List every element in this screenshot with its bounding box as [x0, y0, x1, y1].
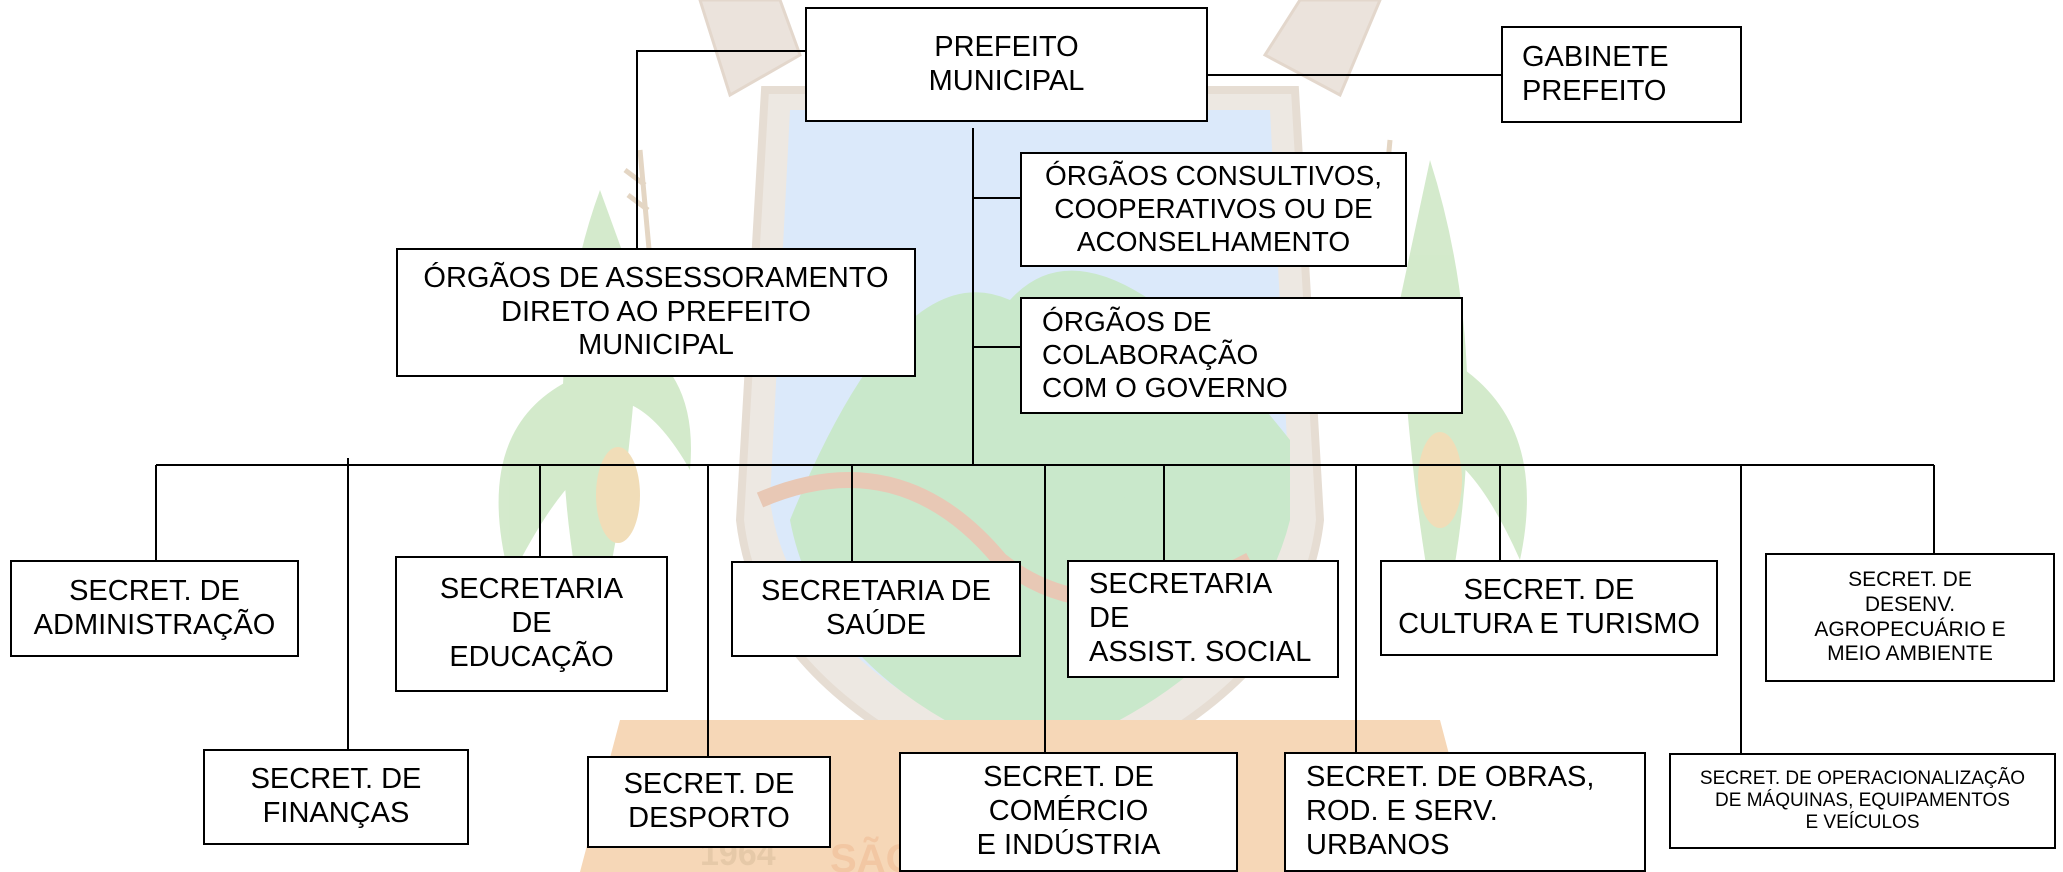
node-secret-administracao: SECRET. DE ADMINISTRAÇÃO: [10, 560, 299, 657]
node-cultura-line-1: SECRET. DE: [1463, 574, 1635, 607]
node-assessoramento-line-1: ÓRGÃOS DE ASSESSORAMENTO: [423, 261, 889, 294]
node-orgaos-assessoramento: ÓRGÃOS DE ASSESSORAMENTO DIRETO AO PREFE…: [396, 248, 916, 377]
node-secret-comercio: SECRET. DE COMÉRCIO E INDÚSTRIA: [899, 752, 1238, 872]
node-secret-cultura: SECRET. DE CULTURA E TURISMO: [1380, 560, 1718, 656]
node-colaboracao-line-1: ÓRGÃOS DE: [1042, 306, 1212, 338]
node-financas-line-2: FINANÇAS: [262, 797, 410, 829]
node-agropecuario-line-2: DESENV.: [1864, 592, 1956, 616]
node-agropecuario-line-1: SECRET. DE: [1848, 568, 1972, 592]
node-obras-line-3: URBANOS: [1306, 828, 1450, 861]
node-comercio-line-1: SECRET. DE: [983, 761, 1154, 794]
node-secretaria-educacao: SECRETARIA DE EDUCAÇÃO: [395, 556, 668, 692]
node-consultivos-line-1: ÓRGÃOS CONSULTIVOS,: [1044, 160, 1383, 192]
node-prefeito-line-2: MUNICIPAL: [928, 64, 1085, 97]
node-administracao-line-2: ADMINISTRAÇÃO: [33, 608, 276, 641]
node-educacao-line-2: DE: [511, 607, 552, 640]
node-secret-financas: SECRET. DE FINANÇAS: [203, 749, 469, 845]
node-operacionalizacao-line-2: DE MÁQUINAS, EQUIPAMENTOS: [1715, 789, 2010, 811]
node-secret-obras: SECRET. DE OBRAS, ROD. E SERV. URBANOS: [1284, 752, 1646, 872]
node-secret-agropecuario: SECRET. DE DESENV. AGROPECUÁRIO E MEIO A…: [1765, 553, 2055, 682]
node-secret-desporto: SECRET. DE DESPORTO: [587, 756, 831, 848]
node-consultivos-line-3: ACONSELHAMENTO: [1076, 225, 1351, 257]
node-gabinete-prefeito: GABINETE PREFEITO: [1501, 26, 1742, 123]
node-obras-line-2: ROD. E SERV.: [1306, 795, 1498, 828]
node-assistencia-line-2: DE: [1089, 602, 1130, 635]
node-obras-line-1: SECRET. DE OBRAS,: [1306, 761, 1595, 794]
node-administracao-line-1: SECRET. DE: [69, 574, 240, 607]
node-agropecuario-line-4: MEIO AMBIENTE: [1827, 642, 1993, 666]
node-assistencia-line-1: SECRETARIA: [1089, 568, 1273, 601]
node-secret-operacionalizacao: SECRET. DE OPERACIONALIZAÇÃO DE MÁQUINAS…: [1669, 753, 2056, 849]
node-comercio-line-2: COMÉRCIO: [988, 795, 1149, 828]
node-secretaria-saude: SECRETARIA DE SAÚDE: [731, 561, 1021, 657]
node-prefeito-municipal: PREFEITO MUNICIPAL: [805, 7, 1208, 122]
node-desporto-line-1: SECRET. DE: [623, 768, 795, 801]
node-assessoramento-line-3: MUNICIPAL: [578, 329, 734, 362]
edge-prefeito-assessoramento: [636, 50, 805, 248]
node-assessoramento-line-2: DIRETO AO PREFEITO: [501, 295, 811, 328]
crest-walls: [698, 0, 1382, 98]
node-comercio-line-3: E INDÚSTRIA: [976, 828, 1161, 861]
node-saude-line-1: SECRETARIA DE: [761, 575, 991, 608]
node-cultura-line-2: CULTURA E TURISMO: [1398, 608, 1700, 640]
node-desporto-line-2: DESPORTO: [628, 802, 790, 834]
node-operacionalizacao-line-3: E VEÍCULOS: [1805, 812, 1920, 834]
node-prefeito-line-1: PREFEITO: [934, 30, 1079, 63]
node-gabinete-line-2: PREFEITO: [1522, 74, 1667, 107]
node-colaboracao-line-3: COM O GOVERNO: [1042, 371, 1288, 403]
node-gabinete-line-1: GABINETE: [1522, 40, 1669, 73]
node-saude-line-2: SAÚDE: [826, 609, 926, 641]
node-agropecuario-line-3: AGROPECUÁRIO E: [1814, 617, 2006, 641]
corn-cobs: [596, 432, 1462, 543]
node-assistencia-line-3: ASSIST. SOCIAL: [1089, 635, 1312, 668]
node-educacao-line-3: EDUCAÇÃO: [449, 640, 614, 673]
node-consultivos-line-2: COOPERATIVOS OU DE: [1054, 193, 1373, 225]
node-secretaria-assistencia: SECRETARIA DE ASSIST. SOCIAL: [1067, 560, 1339, 678]
node-orgaos-colaboracao: ÓRGÃOS DE COLABORAÇÃO COM O GOVERNO: [1020, 297, 1463, 414]
node-colaboracao-line-2: COLABORAÇÃO: [1042, 339, 1259, 371]
node-operacionalizacao-line-1: SECRET. DE OPERACIONALIZAÇÃO: [1699, 767, 2026, 789]
node-orgaos-consultivos: ÓRGÃOS CONSULTIVOS, COOPERATIVOS OU DE A…: [1020, 152, 1407, 267]
node-financas-line-1: SECRET. DE: [250, 763, 422, 796]
node-educacao-line-1: SECRETARIA: [439, 573, 624, 606]
